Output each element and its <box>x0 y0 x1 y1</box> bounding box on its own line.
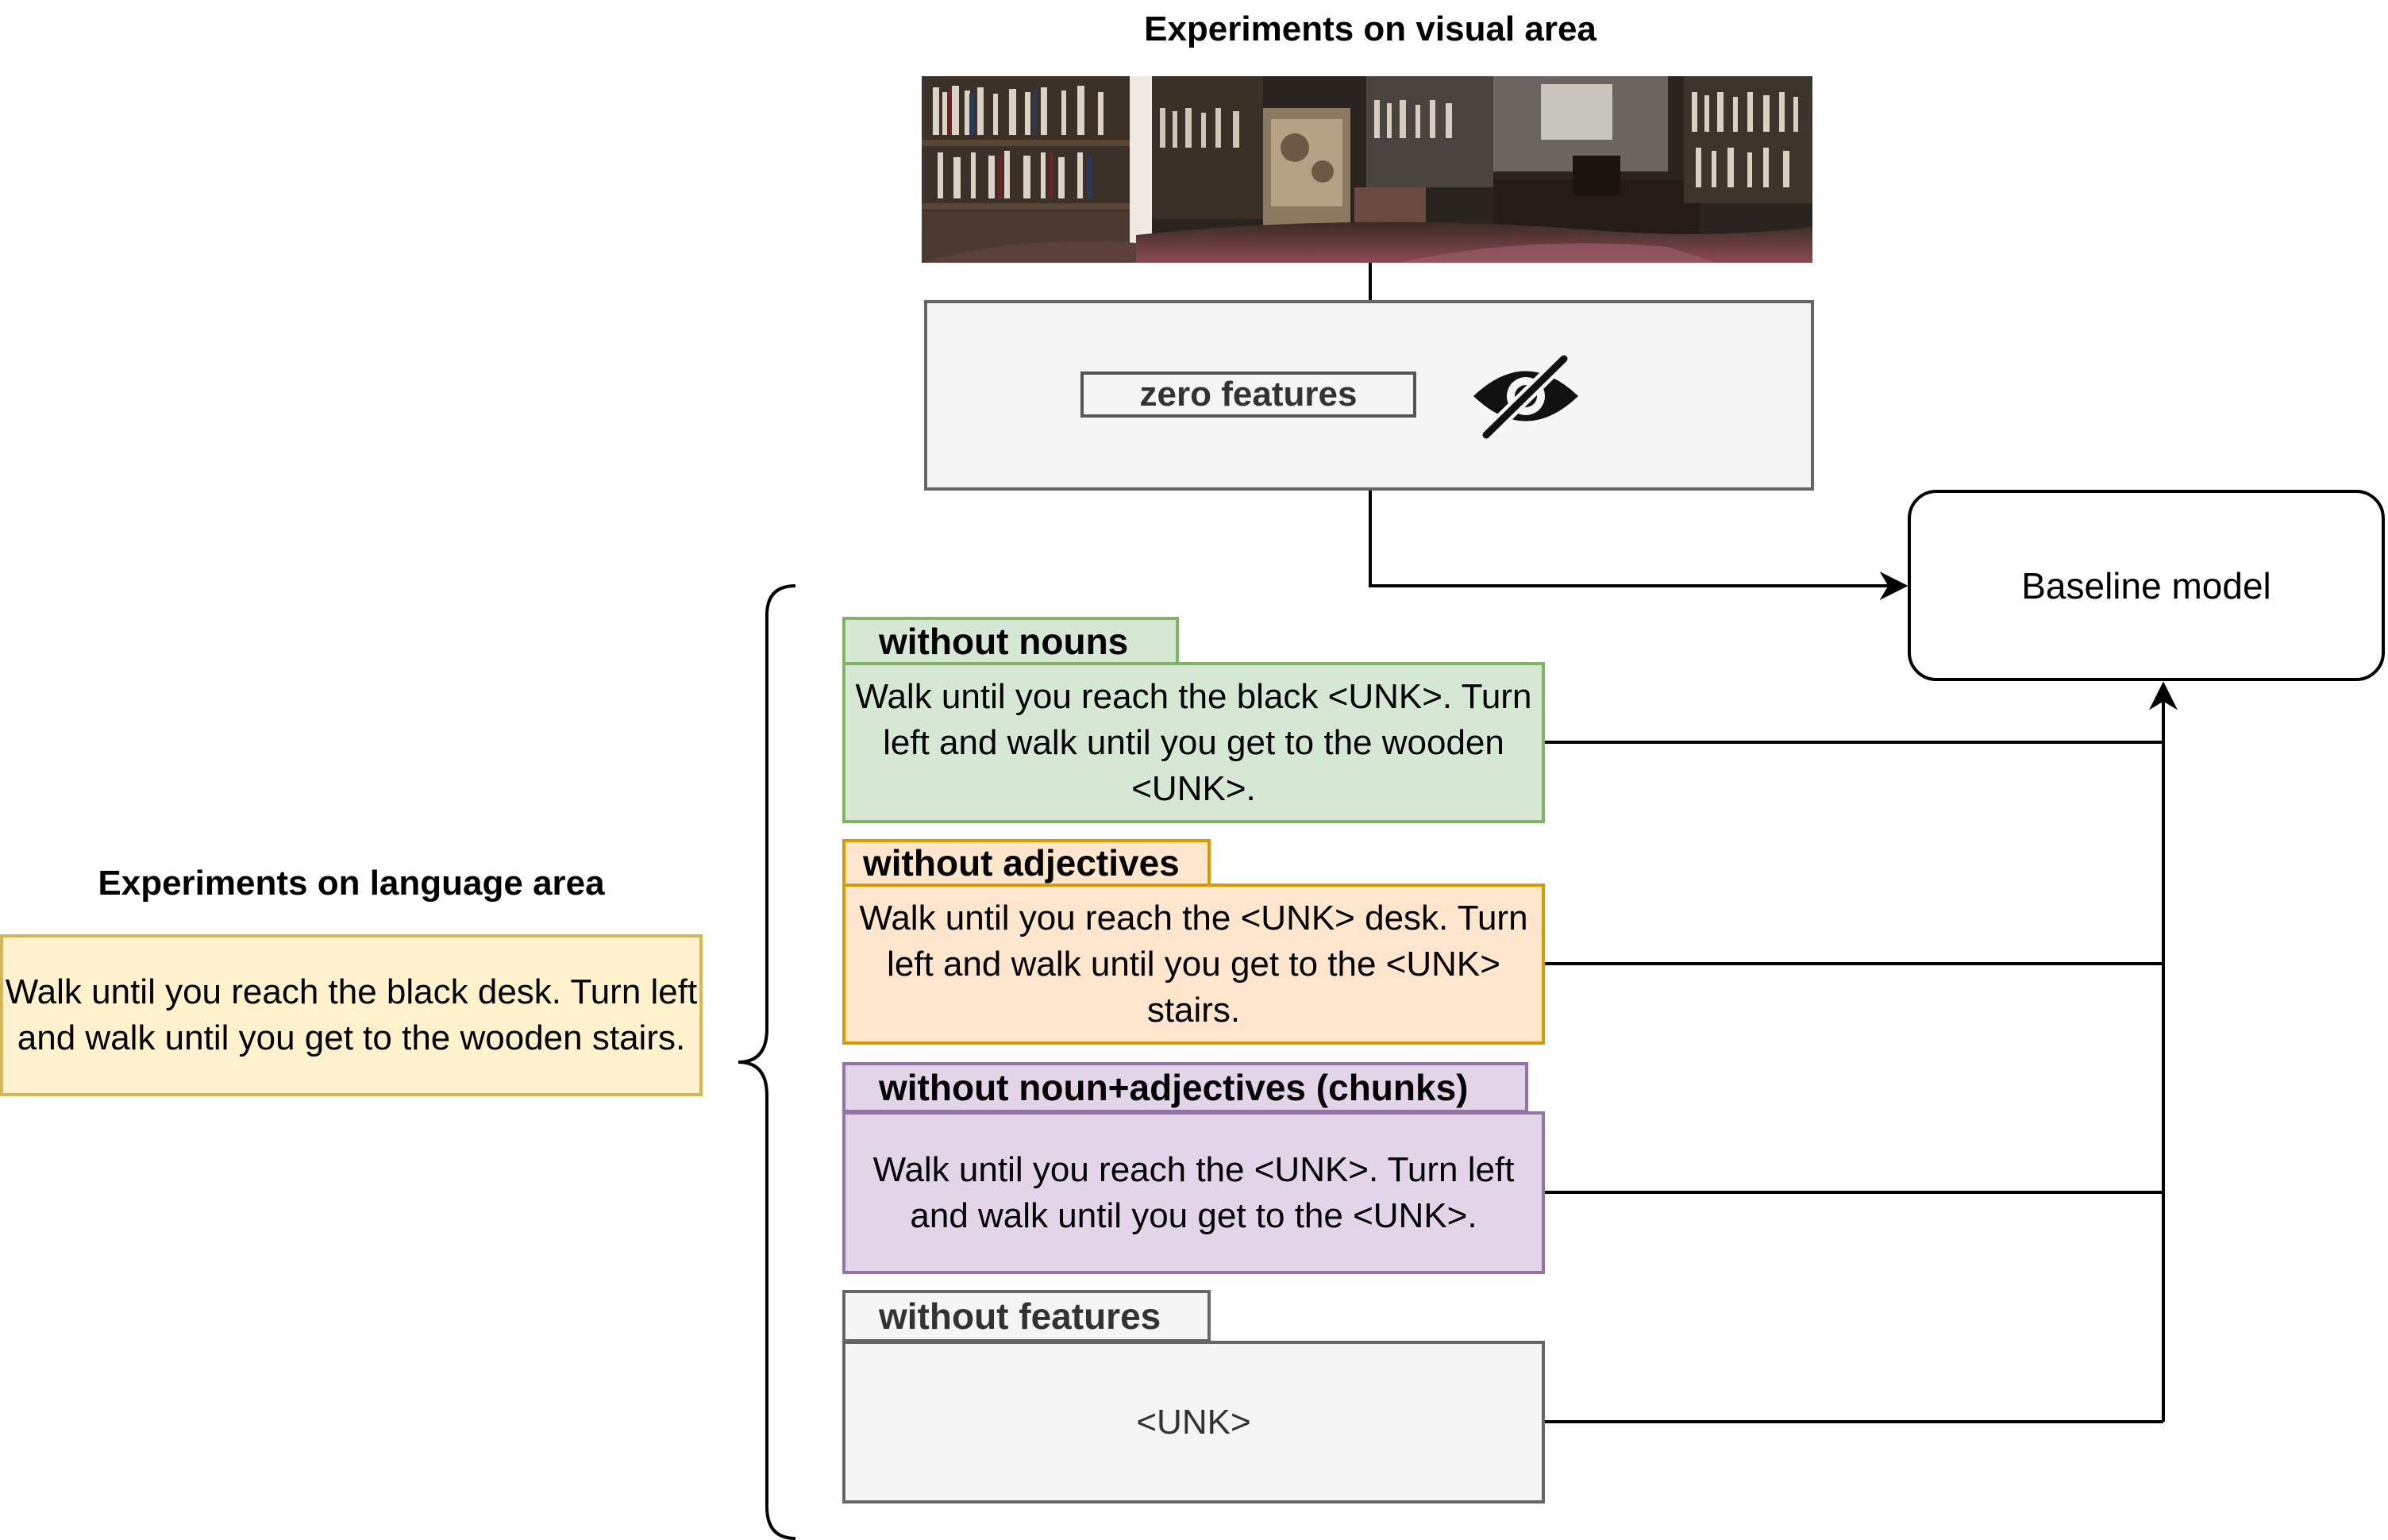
variant-label-without-features: without features <box>842 1290 1211 1342</box>
baseline-model-box: Baseline model <box>1908 490 2385 681</box>
variant-label-without-chunks: without noun+adjectives (chunks) <box>842 1062 1528 1113</box>
zero-features-label: zero features <box>1080 372 1416 418</box>
variant-text-without-features: <UNK> <box>842 1341 1545 1503</box>
visual-area-title: Experiments on visual area <box>1144 10 1596 48</box>
eye-slash-icon <box>1469 352 1583 442</box>
panorama-image <box>922 76 1812 263</box>
visual-to-baseline-arrow <box>1369 491 1908 600</box>
language-area-title: Experiments on language area <box>98 864 605 903</box>
original-instruction-box: Walk until you reach the black desk. Tur… <box>0 934 703 1096</box>
variant-label-without-nouns: without nouns <box>842 617 1179 666</box>
variant-text-without-nouns: Walk until you reach the black <UNK>. Tu… <box>842 662 1545 823</box>
variant-text-without-chunks: Walk until you reach the <UNK>. Turn lef… <box>842 1111 1545 1274</box>
variant-text-without-adjectives: Walk until you reach the <UNK> desk. Tur… <box>842 884 1545 1045</box>
variant-label-without-adjectives: without adjectives <box>842 839 1211 887</box>
curly-brace <box>738 584 796 1540</box>
